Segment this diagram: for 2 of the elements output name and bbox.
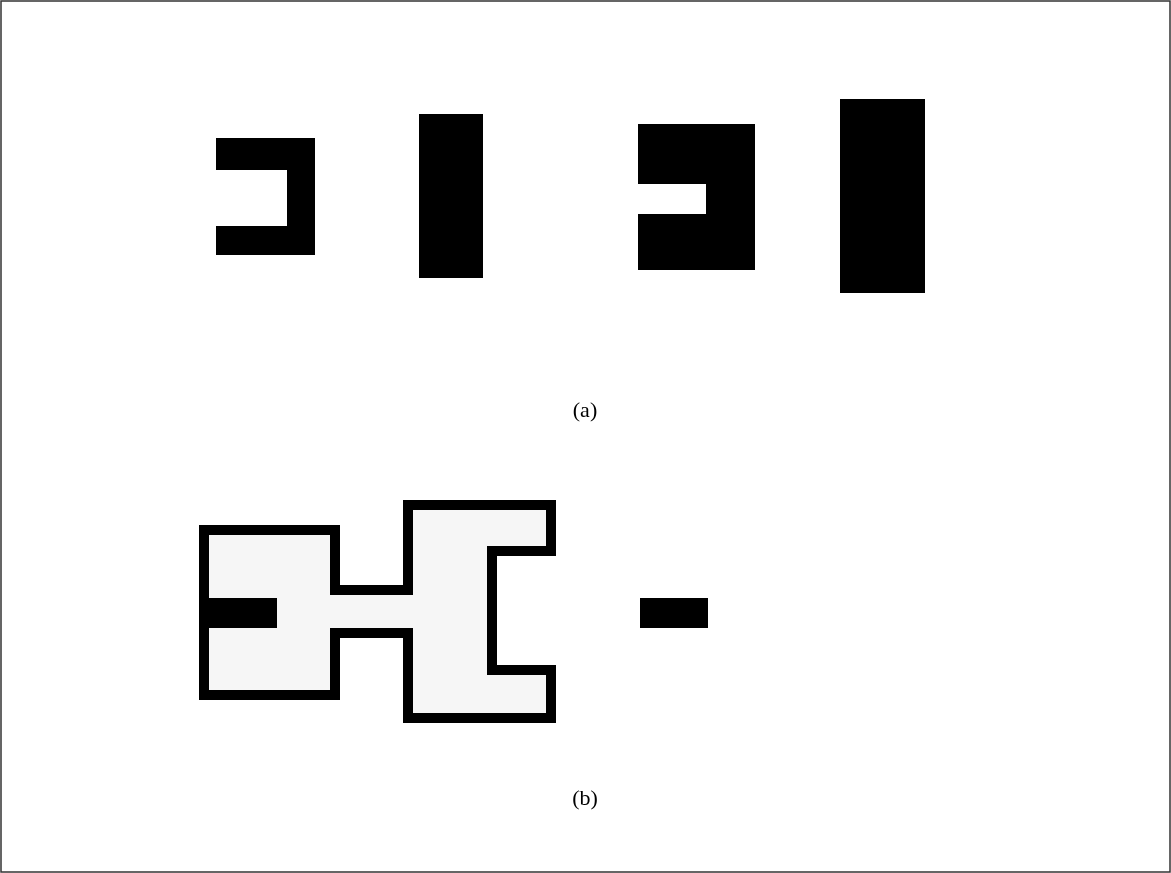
caption-label: (a) <box>572 397 598 423</box>
caption-label: (b) <box>572 785 598 811</box>
